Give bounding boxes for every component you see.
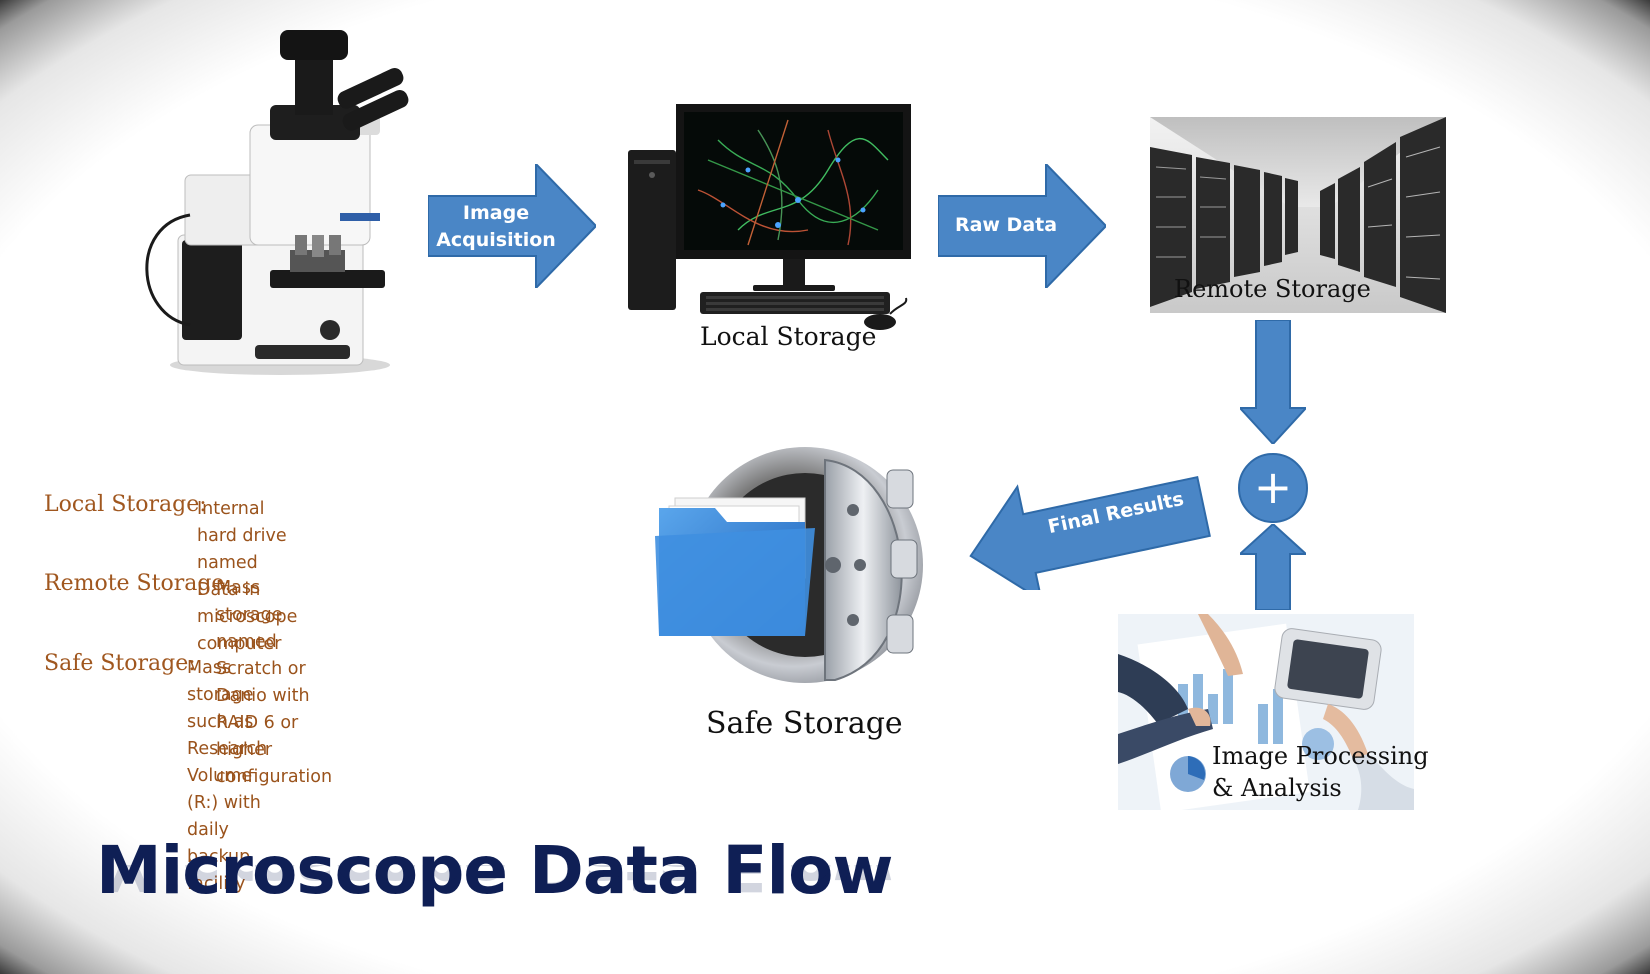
label-line: & Analysis bbox=[1212, 774, 1342, 802]
page-title-reflection: Microscope Data Flow bbox=[96, 865, 893, 905]
arrow-up-processing bbox=[1240, 524, 1306, 610]
label-raw-data: Raw Data bbox=[954, 214, 1058, 236]
server-room-image bbox=[1150, 117, 1446, 313]
node-safe-storage: Safe Storage bbox=[706, 706, 903, 741]
label-line: Image bbox=[462, 202, 530, 224]
node-image-processing: Image Processing & Analysis bbox=[1212, 740, 1429, 804]
computer-image bbox=[628, 104, 911, 330]
legend-desc: Mass storage named Scratch or Danio with… bbox=[216, 575, 332, 791]
label-line: Acquisition bbox=[436, 229, 556, 251]
legend-desc-line: Mass storage named Scratch or Danio with bbox=[216, 578, 310, 706]
label-image-acquisition: Image Acquisition bbox=[428, 200, 564, 254]
legend-term: Local Storage: bbox=[44, 492, 207, 517]
legend-term: Remote Storage: bbox=[44, 571, 232, 596]
node-remote-storage: Remote Storage bbox=[1174, 275, 1371, 303]
legend-desc: Mass storage such as Research Volume (R:… bbox=[187, 655, 267, 898]
analysis-photo-image bbox=[1118, 614, 1414, 810]
plus-icon: + bbox=[1253, 460, 1293, 514]
legend-desc-line: daily backup facility bbox=[187, 820, 251, 894]
microscope-image bbox=[145, 30, 409, 375]
plus-circle: + bbox=[1238, 453, 1308, 523]
page-title: Microscope Data Flow bbox=[96, 832, 893, 909]
arrow-image-acquisition bbox=[428, 164, 596, 288]
label-line: Image Processing bbox=[1212, 742, 1429, 770]
legend-desc-line: Mass storage such as Research Volume (R:… bbox=[187, 658, 268, 813]
arrow-raw-data bbox=[938, 164, 1106, 288]
legend-desc: Internal hard drive named Data in micros… bbox=[197, 496, 297, 658]
arrow-down-remote bbox=[1240, 320, 1306, 444]
vault-folder-image bbox=[655, 447, 923, 683]
node-local-storage: Local Storage bbox=[700, 322, 877, 351]
legend-term: Safe Storage: bbox=[44, 651, 196, 676]
arrow-final-results bbox=[969, 475, 1211, 590]
legend-desc-line: Internal hard drive named Data in micros… bbox=[197, 499, 298, 627]
legend-desc-line: RAID 6 or higher configuration bbox=[216, 713, 333, 787]
legend-desc-line: computer bbox=[197, 634, 282, 654]
